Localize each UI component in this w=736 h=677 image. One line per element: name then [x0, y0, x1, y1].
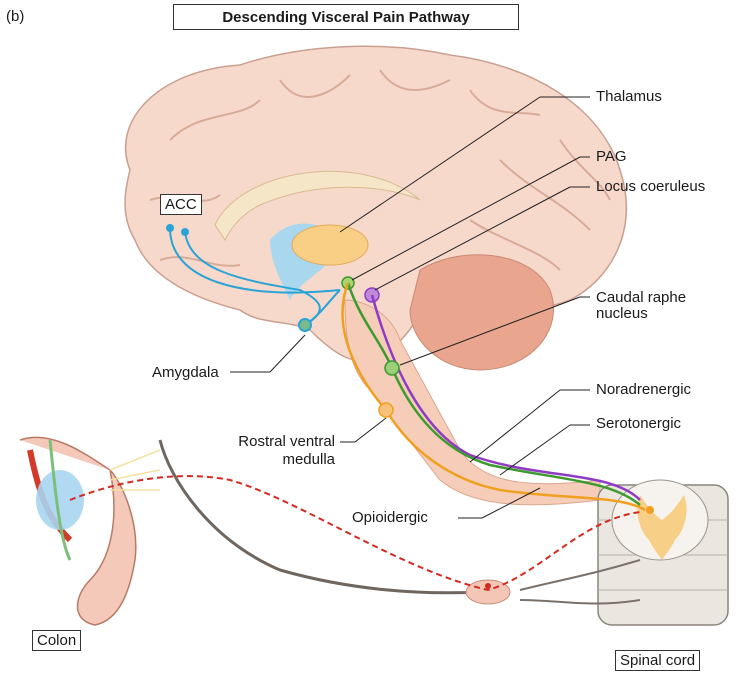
acc-neuron-1 [166, 224, 174, 232]
caudal-raphe-label-line2: nucleus [596, 305, 648, 322]
caudal-raphe-label-line1: Caudal raphe [596, 289, 686, 306]
amygdala-node [299, 319, 311, 331]
acc-neuron-2 [181, 228, 189, 236]
amygdala-label: Amygdala [152, 364, 219, 381]
rvm-label-line2: medulla [205, 451, 335, 468]
acc-label: ACC [160, 194, 202, 215]
pag-label: PAG [596, 148, 627, 165]
noradrenergic-label: Noradrenergic [596, 381, 691, 398]
thalamus-label: Thalamus [596, 88, 662, 105]
caudal-raphe-node [385, 361, 399, 375]
rvm-label-line1: Rostral ventral [205, 433, 335, 450]
colon-label: Colon [32, 630, 81, 651]
thalamus [292, 225, 368, 265]
rvm-node [379, 403, 393, 417]
colon [20, 437, 160, 625]
serotonergic-label: Serotonergic [596, 415, 681, 432]
opioidergic-label: Opioidergic [352, 509, 428, 526]
spinal-cord-label: Spinal cord [615, 650, 700, 671]
locus-coeruleus-label: Locus coeruleus [596, 178, 705, 195]
